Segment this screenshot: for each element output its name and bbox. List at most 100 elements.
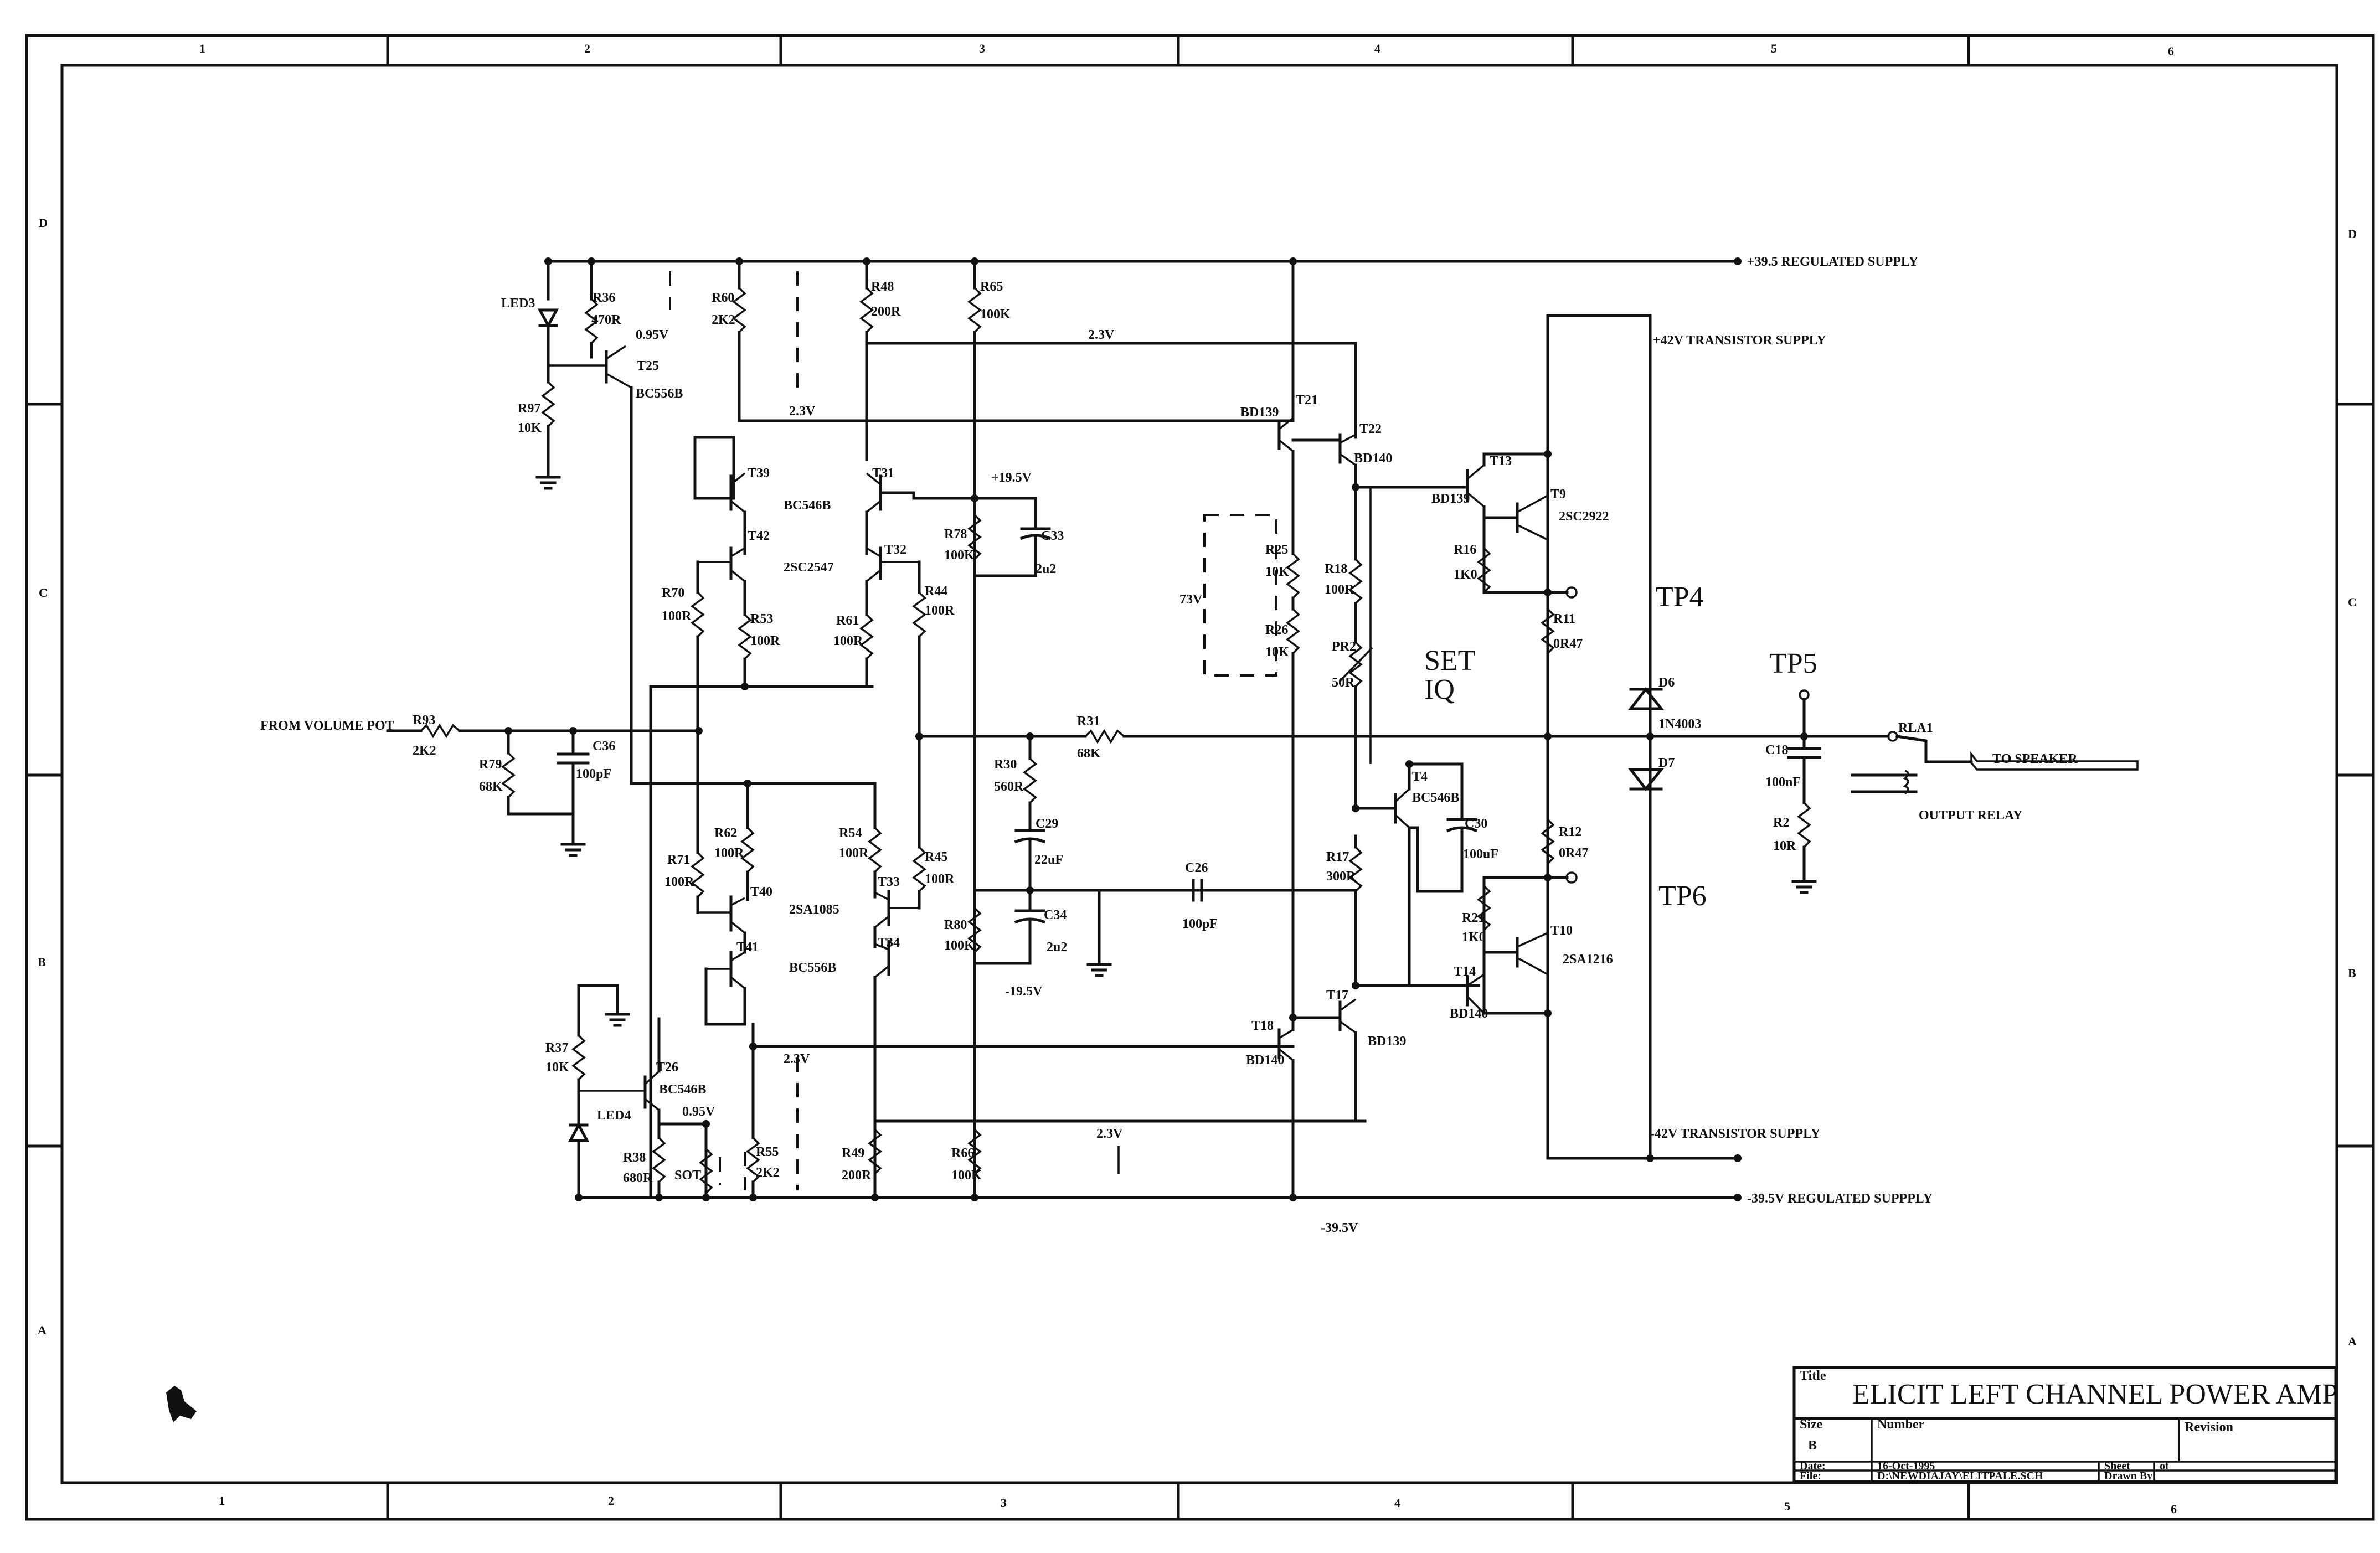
voltage-23-mid: 2.3V [789, 404, 816, 419]
output-relay-label: OUTPUT RELAY [1919, 808, 2022, 823]
zone-row-a-right: A [2348, 1334, 2357, 1348]
c36-value: 100pF [576, 767, 611, 781]
r78-label: R78 [944, 527, 967, 541]
speaker-output-label: TO SPEAKER [1992, 752, 2078, 766]
neg-regulated-supply-label: -39.5V REGULATED SUPPPLY [1747, 1191, 1933, 1206]
supply-rails [549, 257, 1742, 1201]
r30-label: R30 [994, 757, 1017, 772]
t42-label: T42 [748, 529, 770, 543]
t9-label: T9 [1550, 487, 1566, 502]
r21-value: 1K0 [1462, 930, 1486, 945]
r62-value: 100R [714, 846, 744, 860]
r48-value: 200R [871, 305, 901, 319]
c18-label: C18 [1765, 743, 1788, 757]
t10-type: 2SA1216 [1563, 952, 1613, 967]
r36-resistor [584, 298, 599, 344]
t26-type: BC546B [659, 1082, 706, 1097]
date-caption: Date: [1800, 1460, 1826, 1472]
rla1-contact [1895, 735, 1928, 742]
r25-value: 10K [1265, 565, 1289, 579]
size-value: B [1808, 1438, 1817, 1453]
r31-resistor [1084, 729, 1125, 744]
r66-resistor [967, 1128, 982, 1175]
t42-type: 2SC2547 [784, 560, 834, 575]
r54-resistor [868, 827, 882, 873]
zone-col-1-bottom: 1 [219, 1494, 225, 1508]
t31-label: T31 [872, 466, 894, 481]
pr2-value: 50R [1332, 675, 1355, 690]
neg-transistor-supply-label: -42V TRANSISTOR SUPPLY [1650, 1127, 1820, 1141]
zone-row-b-right: B [2348, 966, 2356, 980]
r55-resistor [746, 1137, 760, 1183]
r16-value: 1K0 [1454, 567, 1477, 582]
r38-resistor [652, 1137, 666, 1183]
voltage-095-top: 0.95V [636, 328, 669, 342]
r79-resistor [501, 752, 516, 798]
led3-symbol [537, 308, 559, 329]
voltage-23-top: 2.3V [1088, 328, 1115, 342]
r71-value: 100R [664, 875, 694, 889]
set-iq-line1: SET [1424, 645, 1475, 677]
differential-stage [544, 257, 1357, 1199]
zone-col-3-bottom: 3 [1001, 1496, 1007, 1510]
c26-label: C26 [1185, 861, 1208, 875]
d6-diode [1627, 687, 1665, 710]
r26-value: 10K [1265, 645, 1289, 659]
r45-label: R45 [925, 850, 947, 864]
drawn-by-caption: Drawn By: [2104, 1470, 2156, 1482]
zone-labels: 1 2 3 4 5 6 1 2 3 4 5 6 D C B A D C B A [38, 42, 2357, 1516]
t18-label: T18 [1251, 1019, 1274, 1033]
t4-label: T4 [1412, 770, 1428, 784]
r70-resistor [691, 591, 705, 638]
r30-value: 560R [994, 780, 1024, 794]
t40-label: T40 [750, 885, 772, 899]
r25-resistor [1286, 553, 1300, 599]
r36-label: R36 [593, 291, 615, 305]
zone-col-5-bottom: 5 [1784, 1499, 1790, 1513]
r62-resistor [740, 827, 755, 873]
r62-label: R62 [714, 826, 737, 840]
r18-label: R18 [1325, 562, 1347, 576]
file-value: D:\NEWDIAJAY\ELITPALE.SCH [1877, 1470, 2043, 1482]
revision-caption: Revision [2185, 1420, 2233, 1435]
zone-row-b-left: B [38, 955, 46, 969]
sot-label: SOT [674, 1168, 701, 1183]
r78-value: 100K [944, 548, 975, 563]
zone-row-d-left: D [39, 216, 48, 230]
lower-bias [568, 984, 978, 1201]
zone-col-3-top: 3 [979, 42, 985, 55]
r66-value: 100K [951, 1168, 982, 1183]
t33-label: T33 [878, 875, 900, 889]
test-node-upper [1565, 586, 1578, 599]
pos-19-label: +19.5V [991, 471, 1032, 485]
t9-type: 2SC2922 [1559, 509, 1609, 524]
input-network [535, 260, 877, 785]
neg-19-label: -19.5V [1005, 984, 1043, 999]
r49-value: 200R [842, 1168, 872, 1183]
r31-label: R31 [1077, 714, 1100, 729]
r65-label: R65 [980, 280, 1003, 294]
zone-col-2-top: 2 [584, 42, 590, 55]
pr2-potentiometer [1348, 641, 1363, 688]
title-block [1792, 1366, 2337, 1483]
c26-value: 100pF [1182, 917, 1218, 931]
c33-label: C33 [1041, 529, 1064, 543]
r45-resistor [912, 846, 926, 892]
r37-resistor [571, 1034, 586, 1081]
r61-resistor [859, 613, 874, 660]
tp5-label: TP5 [1769, 648, 1817, 679]
c34-value: 2u2 [1047, 940, 1067, 954]
zone-col-6-top: 6 [2168, 44, 2174, 58]
date-value: 16-Oct-1995 [1877, 1460, 1935, 1472]
c18-value: 100nF [1765, 775, 1801, 790]
t40-type: 2SA1085 [789, 902, 839, 917]
t18-type: BD140 [1246, 1053, 1284, 1067]
r16-label: R16 [1454, 543, 1476, 557]
sheet-of: of [2160, 1460, 2169, 1472]
zone-col-4-top: 4 [1374, 42, 1380, 55]
r18-resistor [1348, 558, 1363, 605]
r65-value: 100K [980, 307, 1011, 322]
lower-differential-stage [691, 729, 1367, 1199]
t4-type: BC546B [1412, 791, 1459, 805]
r2-value: 10R [1773, 839, 1796, 853]
